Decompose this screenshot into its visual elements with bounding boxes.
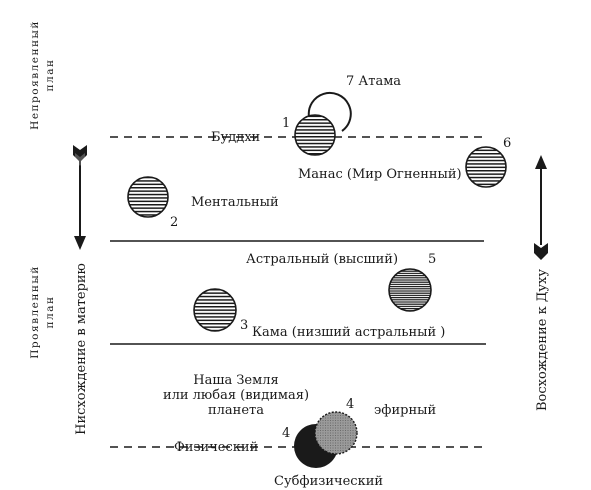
mental-circle [127, 176, 169, 218]
descent-arrow-icon [73, 145, 87, 250]
unmanifested-label-line2: план [44, 59, 56, 92]
physical-label: Физический [174, 440, 258, 455]
manas-label: Манас (Мир Огненный) [298, 167, 462, 182]
kama-label: Кама (низший астральный ) [252, 325, 445, 340]
manifested-label-line2: план [44, 296, 56, 329]
earth-label-line2: или любая (видимая) [163, 388, 309, 403]
atma-label: 7 Атама [346, 74, 401, 89]
etheric-circle [314, 411, 358, 455]
kama-number: 3 [240, 318, 248, 333]
unmanifested-plan-label: Непроявленный план [29, 20, 56, 130]
etheric-label: эфирный [374, 403, 436, 418]
earth-label-line1: Наша Земля [193, 373, 278, 388]
astral-high-number: 5 [428, 252, 436, 267]
mental-label: Ментальный [191, 195, 279, 210]
buddhi-number: 1 [282, 116, 290, 131]
ascent-label: Восхождение к Духу [535, 269, 550, 411]
buddhi-circle [294, 114, 336, 156]
atma-arc [307, 91, 352, 132]
astral-high-circle [388, 268, 432, 312]
subphysical-label: Субфизический [274, 474, 383, 489]
physical-number: 4 [282, 426, 290, 441]
ascent-arrow-icon [534, 155, 548, 260]
descent-label: Нисхождение в материю [74, 263, 89, 435]
unmanifested-label-line1: Непроявленный [29, 20, 41, 130]
buddhi-label: Буддхи [211, 130, 260, 145]
mental-number: 2 [170, 215, 178, 230]
manifested-plan-label: Проявленный план [29, 265, 56, 358]
manas-number: 6 [503, 136, 511, 151]
earth-label: Наша Земля или любая (видимая) планета [163, 373, 309, 418]
manas-circle [465, 146, 507, 188]
earth-label-line3: планета [208, 403, 264, 418]
manifested-label-line1: Проявленный [29, 265, 41, 358]
etheric-number: 4 [346, 397, 354, 412]
astral-high-label: Астральный (высший) [246, 252, 398, 267]
kama-circle [193, 288, 237, 332]
